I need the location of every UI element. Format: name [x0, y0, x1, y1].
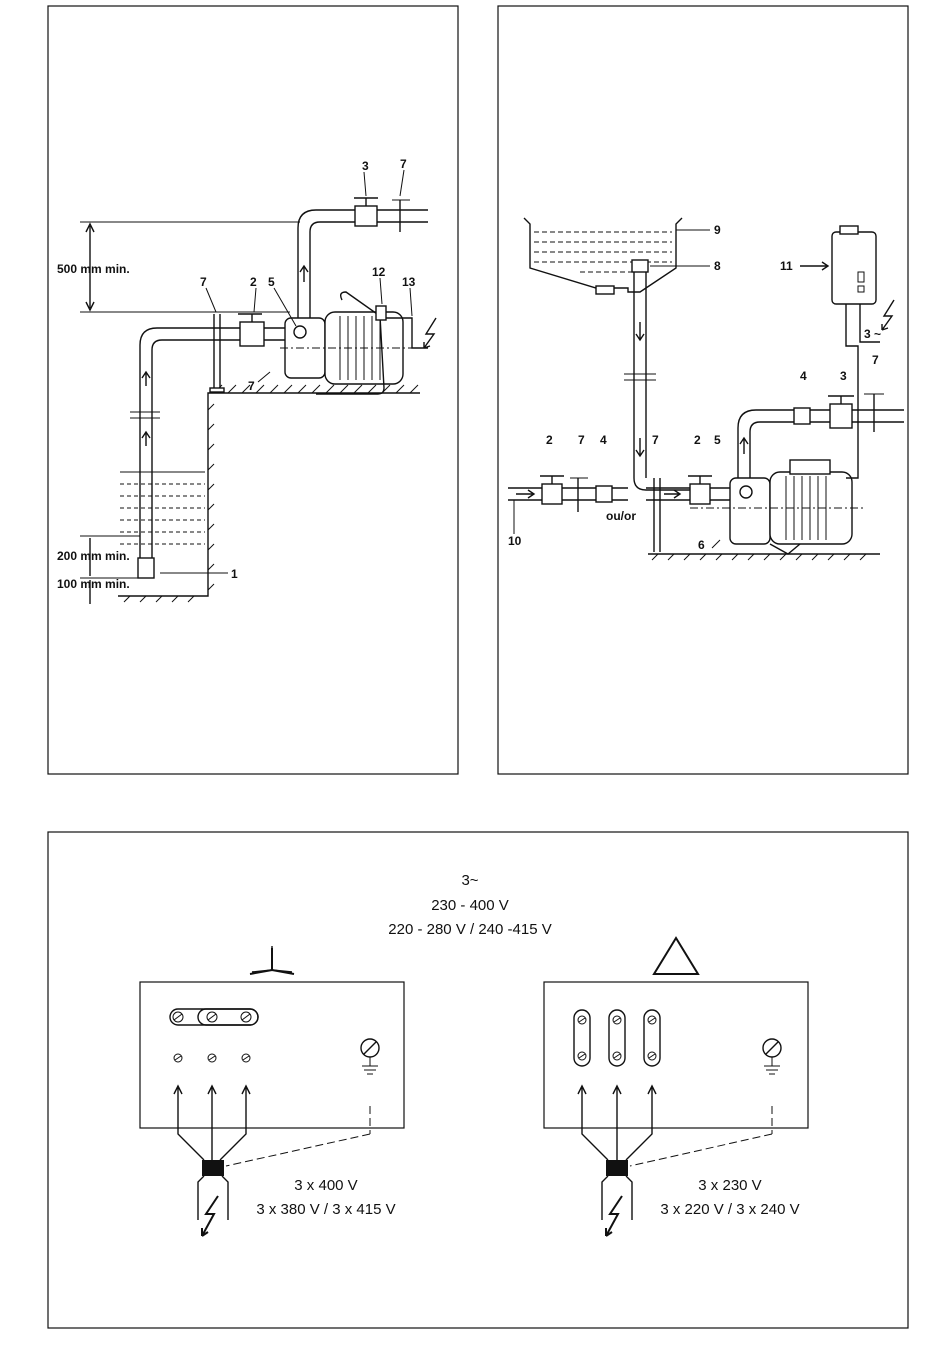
tank-pipe-outer: [634, 272, 690, 490]
delta-earth-terminal: [763, 1039, 781, 1074]
star-bridge-screws: [173, 1012, 251, 1022]
fig2-label-4-supply: 4: [600, 433, 607, 447]
fig2-label-2-pump: 2: [694, 433, 701, 447]
foot-valve: [138, 558, 154, 578]
fig1-label-7-support: 7: [200, 275, 207, 289]
fig2-label-7-pump: 7: [652, 433, 659, 447]
fig2-label-10: 10: [508, 534, 522, 548]
delta-bridge-links: [574, 1010, 660, 1066]
fig2-ou-or: ou/or: [606, 509, 636, 523]
discharge-pipe-2: [738, 410, 794, 478]
fig2-label-4-discharge: 4: [800, 369, 807, 383]
fig1-label-7-top: 7: [400, 157, 407, 171]
flow-arrow-up-fig2: [740, 438, 748, 454]
fig1-dim-500: 500 mm min.: [57, 262, 130, 276]
fig1-label-2: 2: [250, 275, 257, 289]
flow-arrow-right-1: [516, 490, 534, 498]
figure-2-frame: [498, 6, 908, 774]
fig2-label-11: 11: [780, 259, 793, 273]
flow-arrow-down-1: [636, 322, 644, 340]
fig1-label-1: 1: [231, 567, 238, 581]
terminal-box-12: [376, 306, 386, 320]
flow-arrow-up-3: [300, 266, 308, 282]
star-voltage-2: 3 x 380 V / 3 x 415 V: [256, 1201, 395, 1218]
fig2-label-6: 6: [698, 538, 705, 552]
fig3-voltage-alt: 220 - 280 V / 240 -415 V: [388, 921, 551, 938]
check-valve-4-supply: [596, 486, 612, 502]
flow-arrow-down-2: [636, 438, 644, 456]
fig2-label-7-discharge: 7: [872, 353, 879, 367]
fig2-label-2-supply: 2: [546, 433, 553, 447]
fig1-label-12: 12: [372, 265, 386, 279]
pump-base: [770, 544, 800, 554]
water-level-lines: [120, 472, 205, 544]
tank-outlet-8: [632, 260, 648, 272]
fig1-label-3: 3: [362, 159, 369, 173]
star-earth-terminal: [361, 1039, 379, 1074]
fig2-label-5: 5: [714, 433, 721, 447]
fig2-label-8: 8: [714, 259, 721, 273]
discharge-pipe-outer: [298, 210, 355, 318]
ground-hatching-2: [652, 554, 866, 560]
delta-voltage-2: 3 x 220 V / 3 x 240 V: [660, 1201, 799, 1218]
lightning-icon-2: [882, 300, 894, 330]
suction-pipe-outer: [140, 328, 290, 560]
delta-voltage-1: 3 x 230 V: [698, 1177, 761, 1194]
tank: [524, 218, 682, 292]
flow-arrow-up-2: [142, 432, 150, 446]
ground-hatching: [124, 385, 418, 602]
fig1-label-13: 13: [402, 275, 416, 289]
valve-2-pump: [690, 484, 710, 504]
delta-lightning-icon: [606, 1196, 622, 1236]
fig2-three-phase: 3 ~: [864, 327, 881, 341]
gate-valve-3: [355, 206, 377, 226]
fig2-label-3: 3: [840, 369, 847, 383]
priming-plug-5: [294, 326, 306, 338]
control-box-11: [832, 232, 876, 304]
check-valve-4-discharge: [794, 408, 810, 424]
fig3-phase: 3~: [461, 872, 478, 889]
star-terminals: [174, 1054, 250, 1062]
star-lightning-icon: [202, 1196, 218, 1236]
gate-valve-2: [240, 322, 264, 346]
figure-2-tank-installation: [498, 6, 908, 774]
fig1-label-7-drain: 7: [248, 379, 255, 393]
lightning-icon: [424, 318, 436, 348]
valve-3-discharge: [830, 404, 852, 428]
control-cable: [846, 304, 858, 478]
priming-plug-5-fig2: [740, 486, 752, 498]
flow-arrow-right-2: [664, 490, 680, 498]
star-voltage-1: 3 x 400 V: [294, 1177, 357, 1194]
fig2-label-7-supply: 7: [578, 433, 585, 447]
fig3-voltage-main: 230 - 400 V: [431, 897, 509, 914]
fig1-dim-100: 100 mm min.: [57, 577, 130, 591]
valve-2-supply: [542, 484, 562, 504]
delta-symbol: [654, 938, 698, 974]
fig1-label-5: 5: [268, 275, 275, 289]
ground-wall: [118, 393, 420, 596]
fig1-dim-200: 200 mm min.: [57, 549, 130, 563]
terminal-box-2: [790, 460, 830, 474]
flow-arrow-up-1: [142, 372, 150, 386]
fig2-label-9: 9: [714, 223, 721, 237]
